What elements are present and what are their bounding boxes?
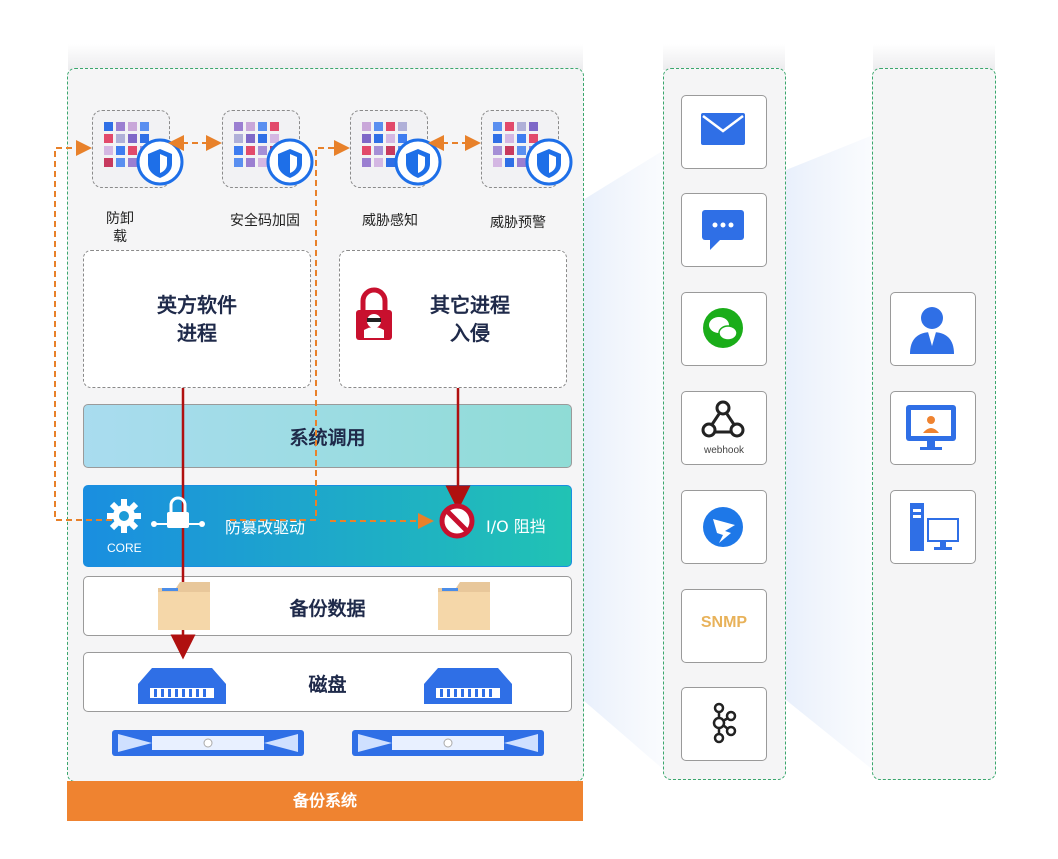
main-panel-top — [68, 44, 583, 70]
shield-icon — [136, 138, 184, 186]
snmp-tile[interactable]: SNMP — [681, 589, 767, 663]
hacker-lock-icon — [356, 287, 392, 340]
webhook-icon — [701, 400, 745, 438]
module-label: 安全码加固 — [230, 213, 300, 229]
disk-label: 磁盘 — [308, 674, 347, 696]
server-rack-icon — [112, 730, 304, 756]
desktop-tile[interactable] — [890, 490, 976, 564]
driver-layer: 防篡改驱动 CORE I/O 阻挡 — [83, 485, 572, 567]
notify-panel-top — [663, 44, 785, 70]
lock-network-icon — [151, 496, 205, 528]
block-icon — [439, 503, 475, 539]
snmp-label: SNMP — [700, 614, 748, 631]
syscall-label: 系统调用 — [289, 427, 366, 449]
folder-icon — [158, 582, 210, 630]
webhook-label: webhook — [703, 445, 745, 456]
shield-icon — [266, 138, 314, 186]
wechat-icon — [703, 308, 743, 348]
desktop-computer-icon — [910, 503, 959, 551]
user-icon — [910, 307, 954, 354]
sms-chat-icon — [702, 210, 744, 250]
module-label: 防卸 载 — [106, 211, 134, 245]
folder-icon — [438, 582, 490, 630]
intrusion-process-label: 其它进程 入侵 — [430, 293, 510, 345]
disk-icon — [424, 668, 512, 704]
dingtalk-icon — [703, 507, 743, 547]
email-icon — [701, 113, 745, 145]
email-tile[interactable] — [681, 95, 767, 169]
software-process-label: 英方软件 进程 — [157, 293, 237, 345]
io-block-label: I/O 阻挡 — [486, 517, 546, 536]
kafka-icon — [712, 702, 737, 744]
core-label: CORE — [107, 541, 142, 555]
module-label: 威胁预警 — [490, 215, 546, 231]
arrow-left-loop — [54, 140, 112, 521]
server-rack-icon — [352, 730, 544, 756]
target-panel-top — [873, 44, 995, 70]
module-label: 威胁感知 — [362, 213, 418, 229]
shield-icon — [525, 138, 573, 186]
driver-label: 防篡改驱动 — [225, 518, 306, 537]
gear-icon — [107, 499, 141, 533]
backup-data-label: 备份数据 — [289, 598, 366, 620]
shield-icon — [394, 138, 442, 186]
monitor-user-icon — [906, 405, 956, 450]
syscall-layer: 系统调用 — [83, 404, 572, 468]
orange-dashed-arrows — [54, 135, 481, 529]
backup-system-footer: 备份系统 — [67, 781, 583, 821]
disk-icon — [138, 668, 226, 704]
software-process-box — [83, 250, 311, 388]
arrow-driver-to-sense — [230, 140, 350, 521]
